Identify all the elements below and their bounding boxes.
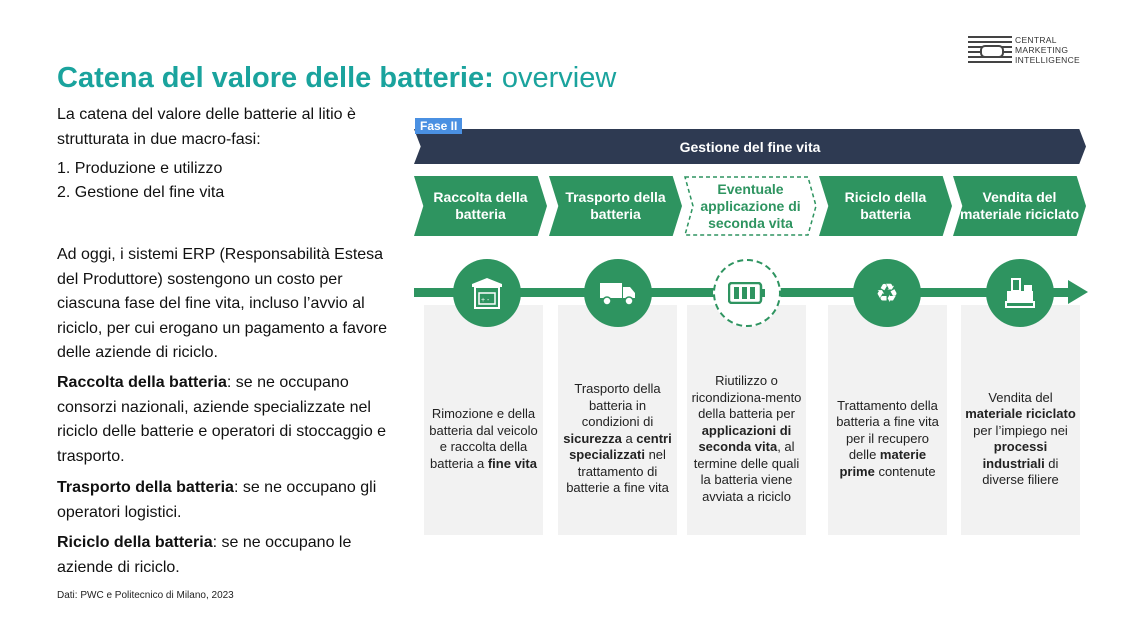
card-text: contenute [874,463,936,479]
card-vendita: Vendita del materiale riciclato per l’im… [961,305,1080,535]
page-title: Catena del valore delle batterie: overvi… [57,62,616,95]
card-text: Vendita del [988,389,1053,405]
erp-text: Ad oggi, i sistemi ERP (Responsabilità E… [57,246,387,361]
section-title: Riciclo della batteria [57,534,213,551]
step-seconda-vita: Eventuale applicazione di seconda vita [684,176,817,236]
section-text: : se ne occupano consorzi nazionali, azi… [57,374,387,465]
phase-badge: Fase II [415,118,463,134]
phase-banner: Gestione del fine vita [414,129,1086,164]
card-trasporto: Trasporto della batteria in condizioni d… [558,305,677,535]
card-seconda-vita: Riutilizzo o ricondiziona-mento della ba… [687,305,806,535]
title-bold: Catena del valore delle batterie: [57,62,494,94]
card-text: di diverse filiere [982,455,1059,488]
logo-line: CENTRAL [1015,35,1057,45]
logo-line: MARKETING [1015,45,1069,55]
logo-mark-icon [968,36,1012,64]
section-text: : se ne occupano gli operatori logistici… [57,479,377,521]
battery-storage-icon: + - [453,259,521,327]
recycle-icon: ♻ [853,259,921,327]
card-text: per l’impiego nei [973,422,1068,438]
card-text: applicazioni di seconda vita [698,422,792,455]
card-text: materie prime [839,447,927,479]
step-label: Eventuale applicazione di seconda vita [700,180,801,231]
card-text: processi industriali [982,439,1048,471]
card-text: Riutilizzo o ricondiziona-mento della ba… [691,373,802,421]
cash-register-icon [986,259,1054,327]
dashed-outline [684,176,817,236]
card-text: centri specializzati [569,430,672,463]
card-text: , al termine delle quali la batteria vie… [693,439,800,504]
step-trasporto: Trasporto della batteria [549,176,682,236]
arrow-head-icon [1068,280,1088,304]
battery-level-icon [713,259,781,327]
section-trasporto: Trasporto della batteria: se ne occupano… [57,476,397,525]
card-text: Trasporto della batteria in condizioni d… [574,381,661,430]
step-riciclo: Riciclo della batteria [819,176,952,236]
card-raccolta: Rimozione e della batteria dal veicolo e… [424,305,543,535]
card-text: a [621,430,637,446]
card-text: Trattamento della batteria a fine vita p… [836,397,939,463]
list-item: 2. Gestione del fine vita [57,184,225,201]
source-note: Dati: PWC e Politecnico di Milano, 2023 [57,590,234,601]
list-item: 1. Produzione e utilizzo [57,160,223,177]
intro-text: La catena del valore delle batterie al l… [57,106,356,148]
card-text: sicurezza [563,430,622,446]
card-text: Rimozione e della batteria dal veicolo e… [429,406,538,471]
title-light: overview [501,62,617,94]
card-text: materiale riciclato [965,406,1076,421]
card-riciclo: Trattamento della batteria a fine vita p… [828,305,947,535]
section-title: Trasporto della batteria [57,479,234,496]
card-text: nel trattamento di batterie a fine vita [566,447,669,496]
truck-icon [584,259,652,327]
step-vendita: Vendita del materiale riciclato [953,176,1086,236]
logo-line: INTELLIGENCE [1015,55,1081,65]
card-text: fine vita [487,455,537,471]
step-raccolta: Raccolta della batteria [414,176,547,236]
phase-list: 1. Produzione e utilizzo 2. Gestione del… [57,157,397,205]
section-riciclo: Riciclo della batteria: se ne occupano l… [57,531,397,580]
section-text: : se ne occupano le aziende di riciclo. [57,534,352,576]
section-title: Raccolta della batteria [57,374,227,391]
section-raccolta: Raccolta della batteria: se ne occupano … [57,371,397,469]
svg-text:+ -: + - [481,297,490,304]
